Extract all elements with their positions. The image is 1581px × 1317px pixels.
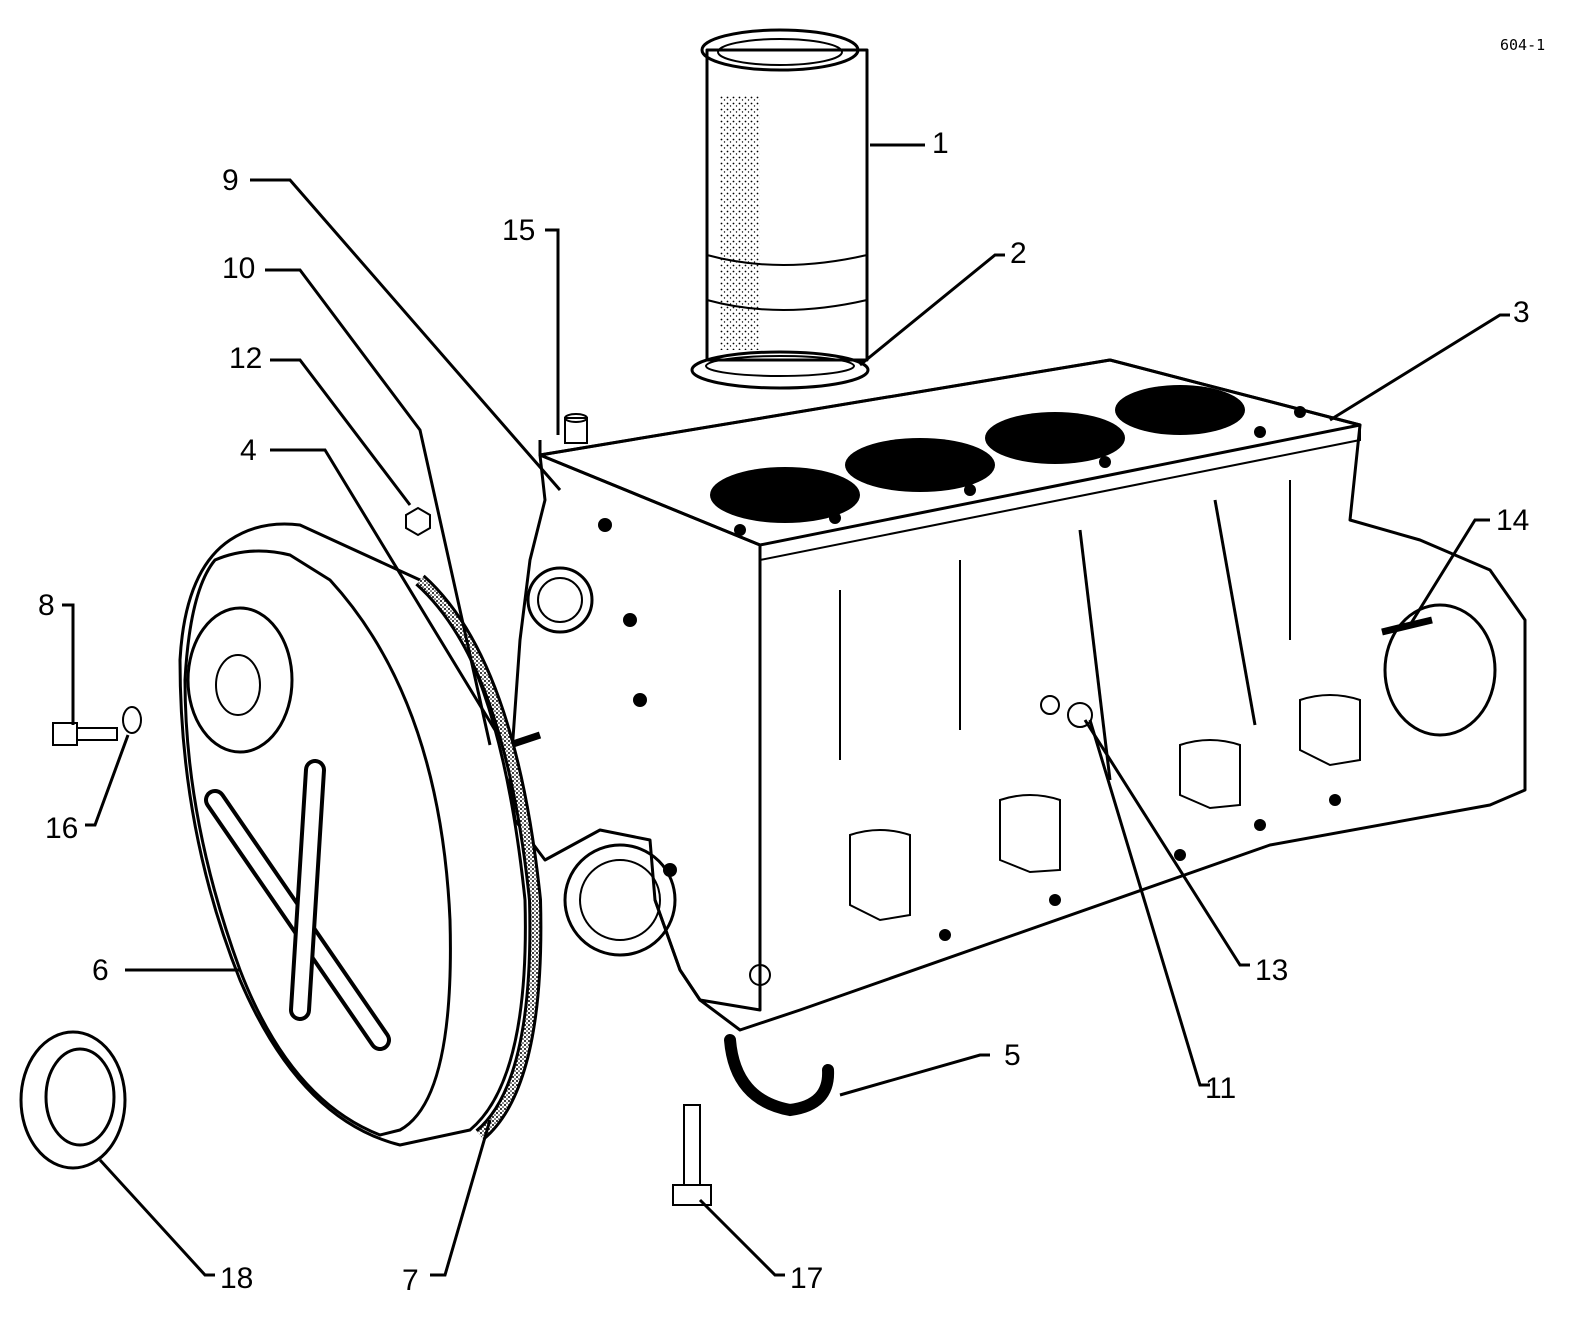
callout-13: 13 [1255,954,1288,987]
leader-lines [62,143,1510,1277]
callout-11: 11 [1205,1072,1236,1105]
liner-seal-ring-illustration [690,350,870,390]
bolt-17-illustration [672,1104,712,1206]
callout-12: 12 [229,342,262,375]
dowel-illustration [564,413,588,444]
callout-7: 7 [402,1264,419,1297]
callout-10: 10 [222,252,255,285]
bolt-washer-illustration [52,706,142,746]
callout-2: 2 [1010,237,1027,270]
callout-3: 3 [1513,296,1530,329]
callout-15: 15 [502,214,535,247]
cylinder-liner-illustration [700,28,869,362]
callout-4: 4 [240,434,257,467]
callout-8: 8 [38,589,55,622]
callout-9: 9 [222,164,239,197]
drawing-reference: 604-1 [1500,36,1545,54]
callout-17: 17 [790,1262,823,1295]
callout-18: 18 [220,1262,253,1295]
callout-1: 1 [932,127,949,160]
nut-illustration [405,506,431,537]
callout-16: 16 [45,812,78,845]
callout-5: 5 [1004,1039,1021,1072]
callout-6: 6 [92,954,109,987]
oil-seal-illustration [19,1030,127,1170]
callout-labels: 1 2 3 4 5 6 7 8 9 10 11 12 13 14 15 16 1… [38,127,1530,1297]
timing-cover-illustration [178,522,543,1147]
rear-main-seal-illustration [724,1034,835,1117]
callout-14: 14 [1496,504,1529,537]
cylinder-block-illustration [508,358,1527,1032]
